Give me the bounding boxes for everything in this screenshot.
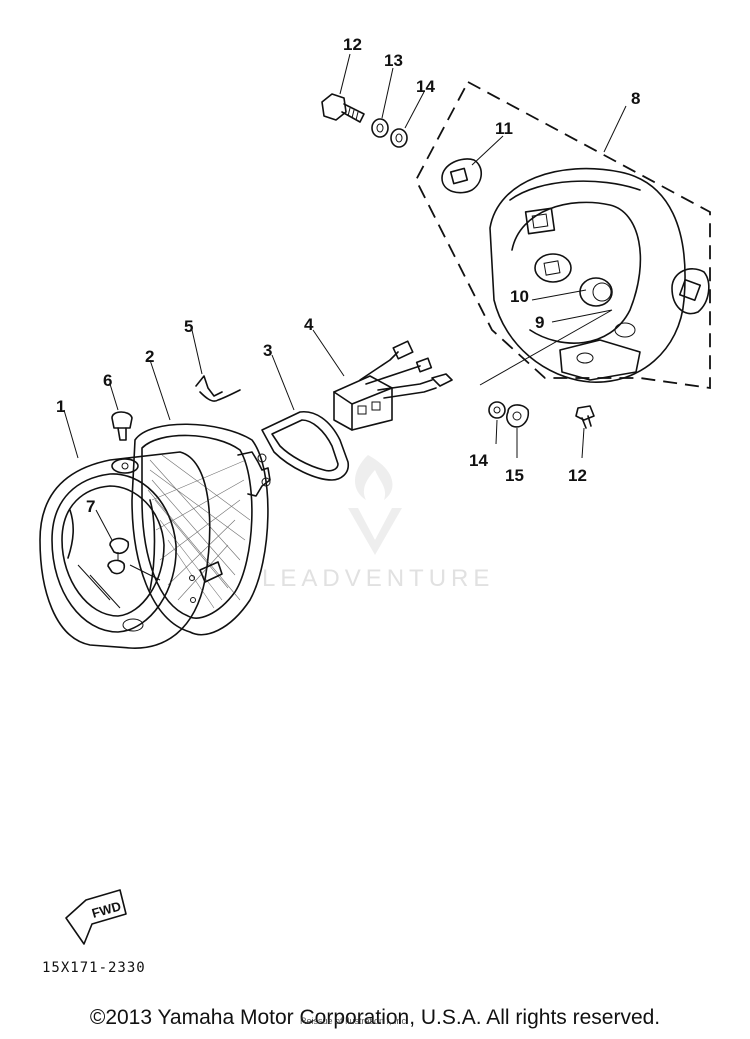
callout-6: 6 xyxy=(103,371,112,390)
watermark-text: LEADVENTURE xyxy=(262,565,494,592)
callout-12-top: 12 xyxy=(343,35,362,54)
callout-3: 3 xyxy=(263,341,272,360)
callout-9: 9 xyxy=(535,313,544,332)
callout-4: 4 xyxy=(304,315,314,334)
copyright-notice: ©2013 Yamaha Motor Corporation, U.S.A. A… xyxy=(89,1006,661,1029)
callout-13: 13 xyxy=(384,51,403,70)
callout-5: 5 xyxy=(184,317,193,336)
part-nut xyxy=(506,404,530,428)
callout-7: 7 xyxy=(86,497,95,516)
callout-12-bottom: 12 xyxy=(568,466,587,485)
part-bolt-bottom xyxy=(575,405,595,429)
part-clip xyxy=(107,537,130,575)
part-grommet xyxy=(441,158,483,194)
callout-8: 8 xyxy=(631,89,640,108)
copyright-overlay-text: Reissue of Ilustration r, Inc. xyxy=(300,1016,409,1026)
callout-11: 11 xyxy=(495,119,513,138)
callouts: 12 13 14 8 11 10 9 5 4 2 3 6 1 14 15 12 … xyxy=(56,35,640,516)
part-socket-cord xyxy=(333,340,453,431)
fwd-label: FWD xyxy=(90,898,123,921)
part-headlight-rim xyxy=(39,451,211,649)
part-bulb-cover xyxy=(261,411,350,481)
part-screw xyxy=(111,411,133,441)
leader-lines xyxy=(63,53,627,581)
callout-10: 10 xyxy=(510,287,529,306)
callout-14-bottom: 14 xyxy=(469,451,488,470)
part-flat-washer-bottom xyxy=(488,401,506,419)
part-lock-washer xyxy=(371,118,389,138)
part-headlight-housing xyxy=(414,80,711,390)
part-bolt-top xyxy=(321,93,365,123)
callout-2: 2 xyxy=(145,347,154,366)
watermark-logo xyxy=(348,455,402,555)
part-code: 15X171-2330 xyxy=(42,960,146,976)
callout-1: 1 xyxy=(56,397,65,416)
callout-15: 15 xyxy=(505,466,524,485)
part-flat-washer-top xyxy=(390,128,408,148)
part-spring xyxy=(195,375,241,402)
fwd-arrow: FWD xyxy=(65,889,127,945)
part-lens-unit xyxy=(131,423,271,636)
callout-14-top: 14 xyxy=(416,77,435,96)
